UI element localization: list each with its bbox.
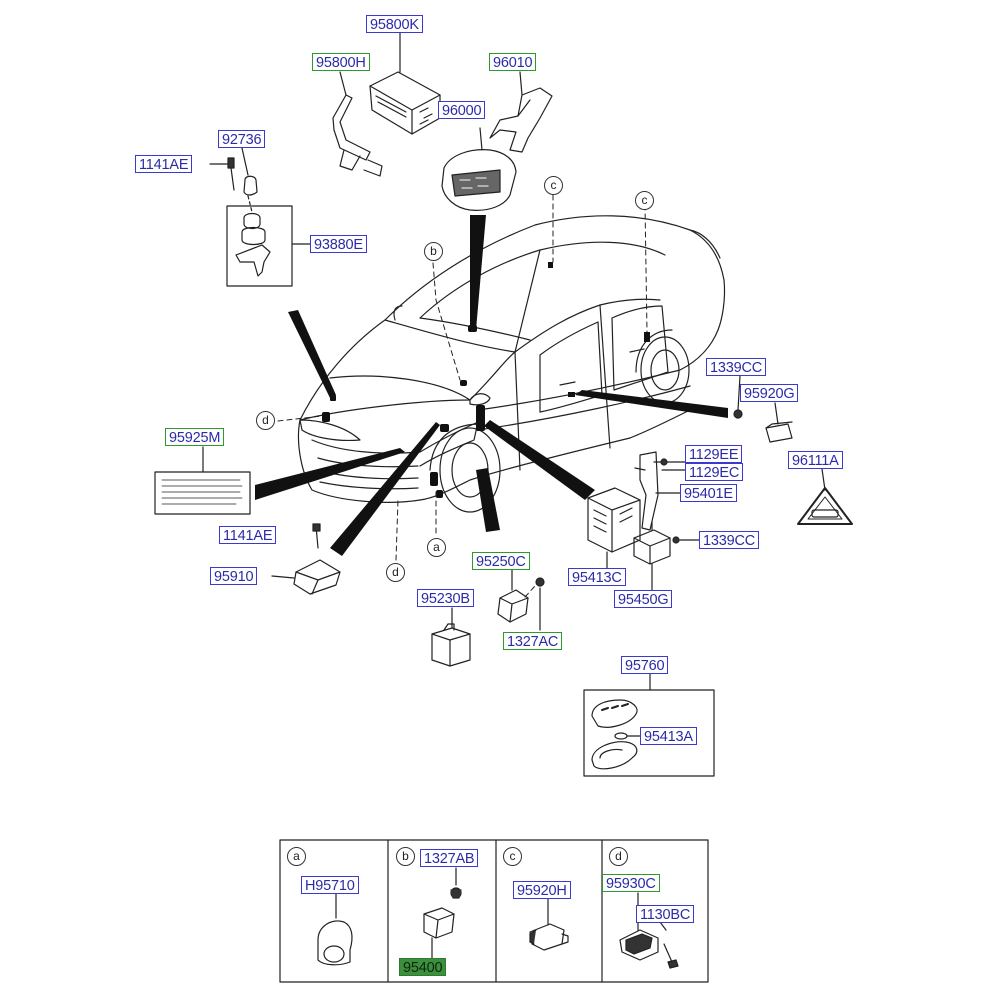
sensor-95910	[271, 523, 341, 595]
sensor-93880e	[209, 147, 311, 287]
label-1141ae-low: 1141AE	[219, 526, 277, 544]
label-1327ac: 1327AC	[503, 632, 563, 650]
callout-c-1: c	[544, 176, 563, 195]
callout-c-2: c	[635, 191, 654, 210]
label-1130bc: 1130BC	[636, 905, 695, 923]
label-95800k: 95800K	[366, 15, 423, 33]
callout-a: a	[427, 538, 446, 557]
bracket-96010	[489, 71, 553, 153]
warning-triangle-96111a	[797, 468, 853, 525]
label-95925m: 95925M	[165, 428, 225, 446]
detail-table	[279, 839, 709, 983]
sensor-95250c	[497, 569, 545, 631]
label-95910: 95910	[210, 567, 258, 585]
label-95230b: 95230B	[417, 589, 474, 607]
label-1327ab: 1327AB	[420, 849, 479, 867]
label-96000: 96000	[438, 101, 486, 119]
bracket-95800h	[332, 71, 383, 177]
car-outline	[297, 215, 726, 513]
smart-key-95760	[583, 672, 715, 777]
label-95250c: 95250C	[472, 552, 530, 570]
label-96111a: 96111A	[788, 451, 843, 469]
label-96010: 96010	[489, 53, 537, 71]
label-1141ae-top: 1141AE	[135, 155, 193, 173]
label-95925m	[154, 446, 251, 515]
sensor-95920h	[529, 897, 569, 951]
label-95413c: 95413C	[568, 568, 626, 586]
callout-d-2: d	[386, 563, 405, 582]
label-95450g: 95450G	[614, 590, 673, 608]
callout-b: b	[424, 242, 443, 261]
module-95800k	[369, 32, 441, 135]
label-95760: 95760	[621, 656, 669, 674]
table-callout-d: d	[609, 847, 628, 866]
label-95413a: 95413A	[640, 727, 697, 745]
label-95930c: 95930C	[602, 874, 660, 892]
label-92736: 92736	[218, 130, 266, 148]
label-1339cc-a: 1339CC	[706, 358, 766, 376]
label-h95710: H95710	[301, 876, 359, 894]
table-callout-c: c	[503, 847, 522, 866]
label-95920h: 95920H	[513, 881, 571, 899]
module-95400	[423, 867, 462, 959]
callout-d-1: d	[256, 411, 275, 430]
label-1129ee: 1129EE	[685, 445, 743, 463]
label-1339cc-b: 1339CC	[699, 531, 759, 549]
label-95920g: 95920G	[740, 384, 799, 402]
sensor-h95710	[317, 892, 353, 966]
sensor-95230b	[431, 607, 471, 667]
label-95800h: 95800H	[312, 53, 370, 71]
label-93880e: 93880E	[310, 235, 367, 253]
console-96000	[441, 127, 517, 211]
label-95400: 95400	[399, 958, 447, 976]
label-95401e: 95401E	[680, 484, 737, 502]
ecu-95401e	[587, 451, 700, 591]
sensor-95920g	[733, 375, 793, 443]
leader-wedges	[255, 215, 728, 556]
label-1129ec: 1129EC	[685, 463, 744, 481]
table-callout-b: b	[396, 847, 415, 866]
table-callout-a: a	[287, 847, 306, 866]
